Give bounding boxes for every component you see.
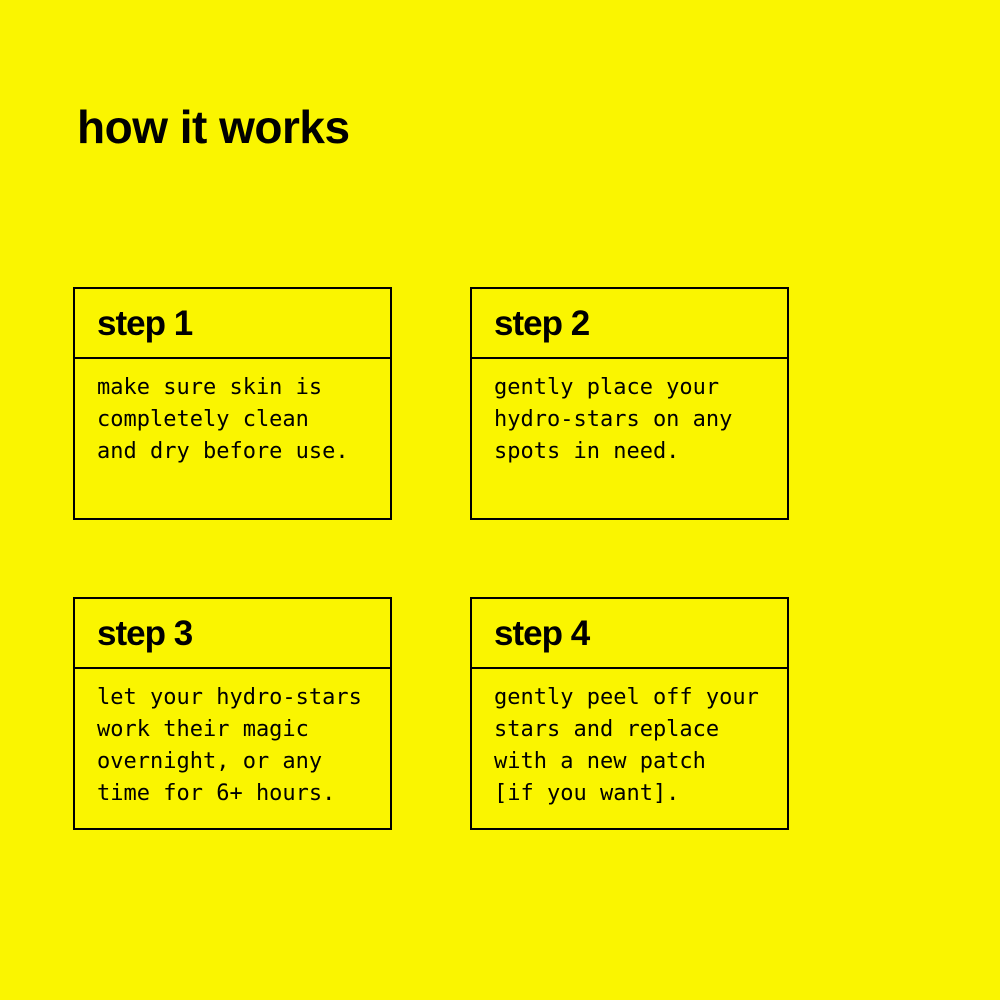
step-card-2: step 2 gently place your hydro-stars on … [470, 287, 789, 520]
step-card-3: step 3 let your hydro-stars work their m… [73, 597, 392, 830]
step-card-1-description: make sure skin is completely clean and d… [97, 375, 349, 464]
step-card-3-header: step 3 [75, 599, 390, 669]
step-card-3-title: step 3 [97, 613, 193, 653]
step-card-1: step 1 make sure skin is completely clea… [73, 287, 392, 520]
page-title: how it works [77, 101, 350, 153]
step-card-4-title: step 4 [494, 613, 590, 653]
step-card-2-title: step 2 [494, 303, 590, 343]
step-card-3-description: let your hydro-stars work their magic ov… [97, 685, 362, 806]
step-card-2-description: gently place your hydro-stars on any spo… [494, 375, 733, 464]
steps-grid: step 1 make sure skin is completely clea… [73, 287, 789, 830]
step-card-4-description: gently peel off your stars and replace w… [494, 685, 759, 806]
step-card-4: step 4 gently peel off your stars and re… [470, 597, 789, 830]
step-card-1-header: step 1 [75, 289, 390, 359]
step-card-1-title: step 1 [97, 303, 193, 343]
step-card-4-header: step 4 [472, 599, 787, 669]
step-card-2-header: step 2 [472, 289, 787, 359]
